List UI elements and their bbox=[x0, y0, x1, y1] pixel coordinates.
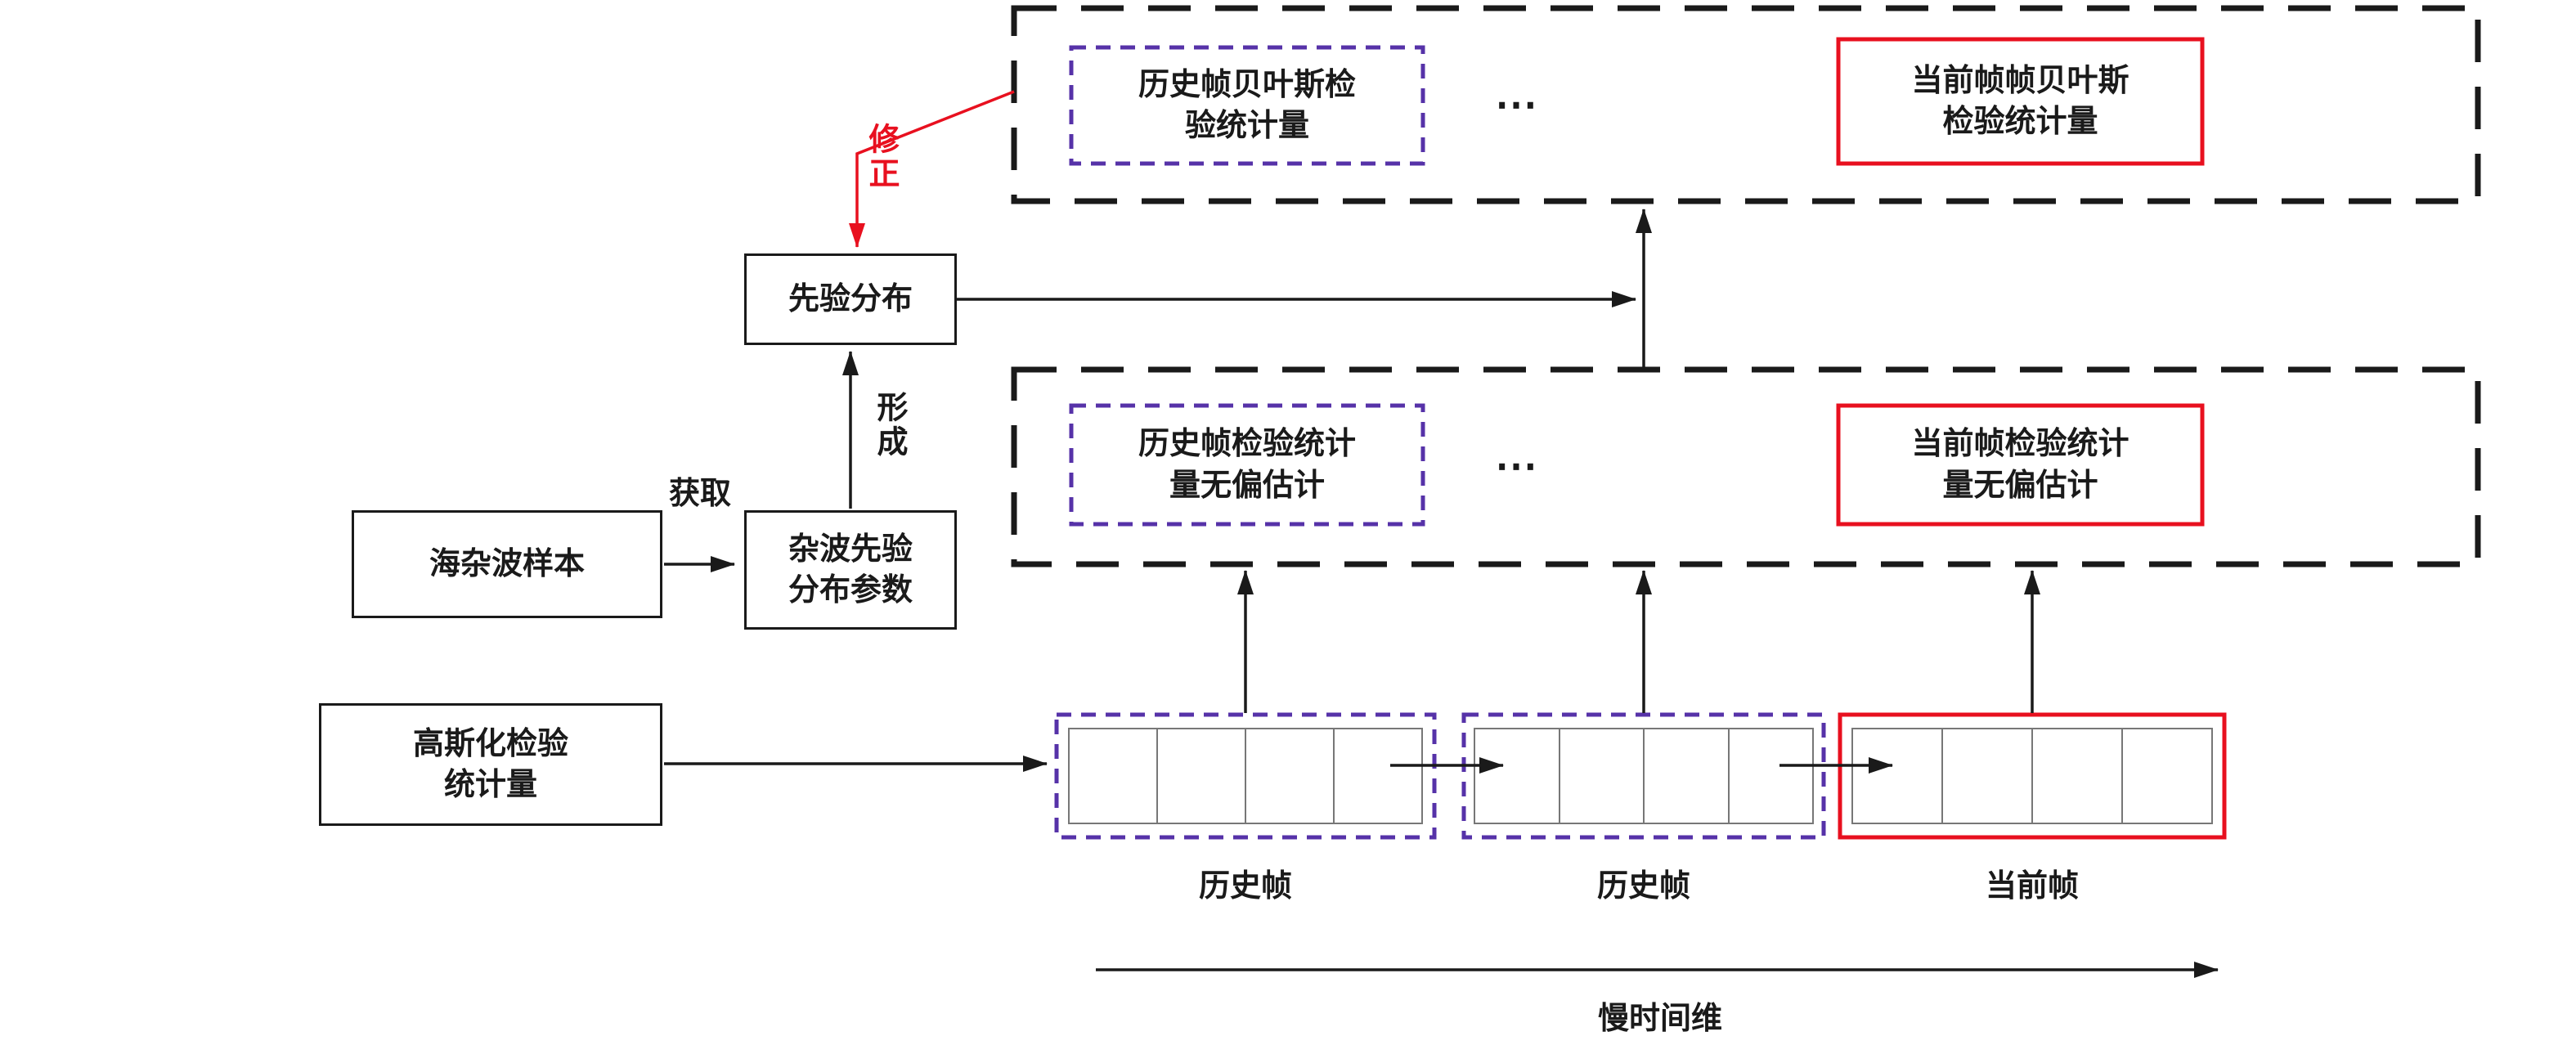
current-estimate-box: 当前帧检验统计 量无偏估计 bbox=[1838, 406, 2202, 524]
history-frame-1-caption: 历史帧 bbox=[1199, 865, 1292, 908]
form-edge-label: 形成 bbox=[872, 391, 906, 460]
slow-time-axis-label: 慢时间维 bbox=[1598, 998, 1722, 1040]
frame-caption-text: 历史帧 bbox=[1596, 868, 1691, 904]
top-panel-ellipsis: ⋯ bbox=[1472, 77, 1562, 134]
range-cell bbox=[1853, 729, 1941, 823]
range-cell bbox=[1156, 729, 1245, 823]
range-cell bbox=[2031, 729, 2121, 823]
history-bayes-statistic-label: 历史帧贝叶斯检 验统计量 bbox=[1138, 67, 1356, 143]
ellipsis-glyph: ⋯ bbox=[1495, 442, 1539, 490]
range-cell bbox=[1643, 729, 1728, 823]
obtain-edge-label: 获取 bbox=[643, 474, 757, 514]
ellipsis-glyph: ⋯ bbox=[1495, 81, 1539, 128]
history-estimate-box: 历史帧检验统计 量无偏估计 bbox=[1071, 406, 1423, 524]
sea-clutter-sample-label: 海杂波样本 bbox=[429, 546, 585, 581]
current-frame-caption: 当前帧 bbox=[1986, 865, 2079, 908]
range-cell bbox=[2121, 729, 2211, 823]
frame-caption-text: 当前帧 bbox=[1985, 868, 2080, 904]
history-frame-2-cells bbox=[1474, 728, 1814, 824]
range-cell bbox=[1558, 729, 1644, 823]
range-cell bbox=[1727, 729, 1813, 823]
sea-clutter-sample-box: 海杂波样本 bbox=[352, 510, 662, 618]
gaussian-test-statistic-box: 高斯化检验 统计量 bbox=[319, 703, 662, 826]
history-estimate-label: 历史帧检验统计 量无偏估计 bbox=[1138, 427, 1356, 503]
prior-distribution-box: 先验分布 bbox=[744, 253, 957, 345]
current-estimate-label: 当前帧检验统计 量无偏估计 bbox=[1911, 427, 2129, 503]
range-cell bbox=[1245, 729, 1333, 823]
estimate-panel-ellipsis: ⋯ bbox=[1472, 438, 1562, 496]
history-frame-2-caption: 历史帧 bbox=[1597, 865, 1690, 908]
range-cell bbox=[1070, 729, 1156, 823]
current-bayes-statistic-box: 当前帧帧贝叶斯 检验统计量 bbox=[1838, 39, 2202, 164]
form-text: 形成 bbox=[872, 391, 906, 460]
range-cell bbox=[1475, 729, 1559, 823]
gaussian-test-statistic-label: 高斯化检验 统计量 bbox=[412, 726, 568, 802]
prior-distribution-label: 先验分布 bbox=[788, 281, 913, 316]
correction-edge-label: 修正 bbox=[864, 123, 898, 191]
history-bayes-statistic-box: 历史帧贝叶斯检 验统计量 bbox=[1071, 47, 1423, 164]
clutter-prior-params-box: 杂波先验 分布参数 bbox=[744, 510, 957, 630]
current-bayes-statistic-label: 当前帧帧贝叶斯 检验统计量 bbox=[1911, 63, 2129, 139]
obtain-text: 获取 bbox=[668, 476, 731, 511]
frame-caption-text: 历史帧 bbox=[1198, 868, 1293, 904]
clutter-prior-params-label: 杂波先验 分布参数 bbox=[788, 531, 913, 608]
range-cell bbox=[1333, 729, 1421, 823]
slow-time-axis-text: 慢时间维 bbox=[1597, 1001, 1723, 1036]
current-frame-cells bbox=[1851, 728, 2213, 824]
history-frame-1-cells bbox=[1068, 728, 1423, 824]
range-cell bbox=[1941, 729, 2031, 823]
correction-text: 修正 bbox=[864, 123, 898, 191]
